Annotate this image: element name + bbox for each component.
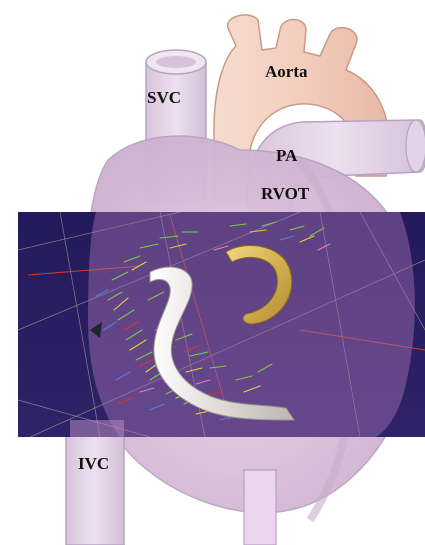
- descending-vessel-shape: [244, 470, 276, 545]
- label-svc: SVC: [147, 88, 181, 108]
- label-aorta: Aorta: [265, 62, 307, 82]
- label-ivc: IVC: [78, 454, 109, 474]
- label-pa: PA: [276, 146, 297, 166]
- label-rvot: RVOT: [261, 184, 309, 204]
